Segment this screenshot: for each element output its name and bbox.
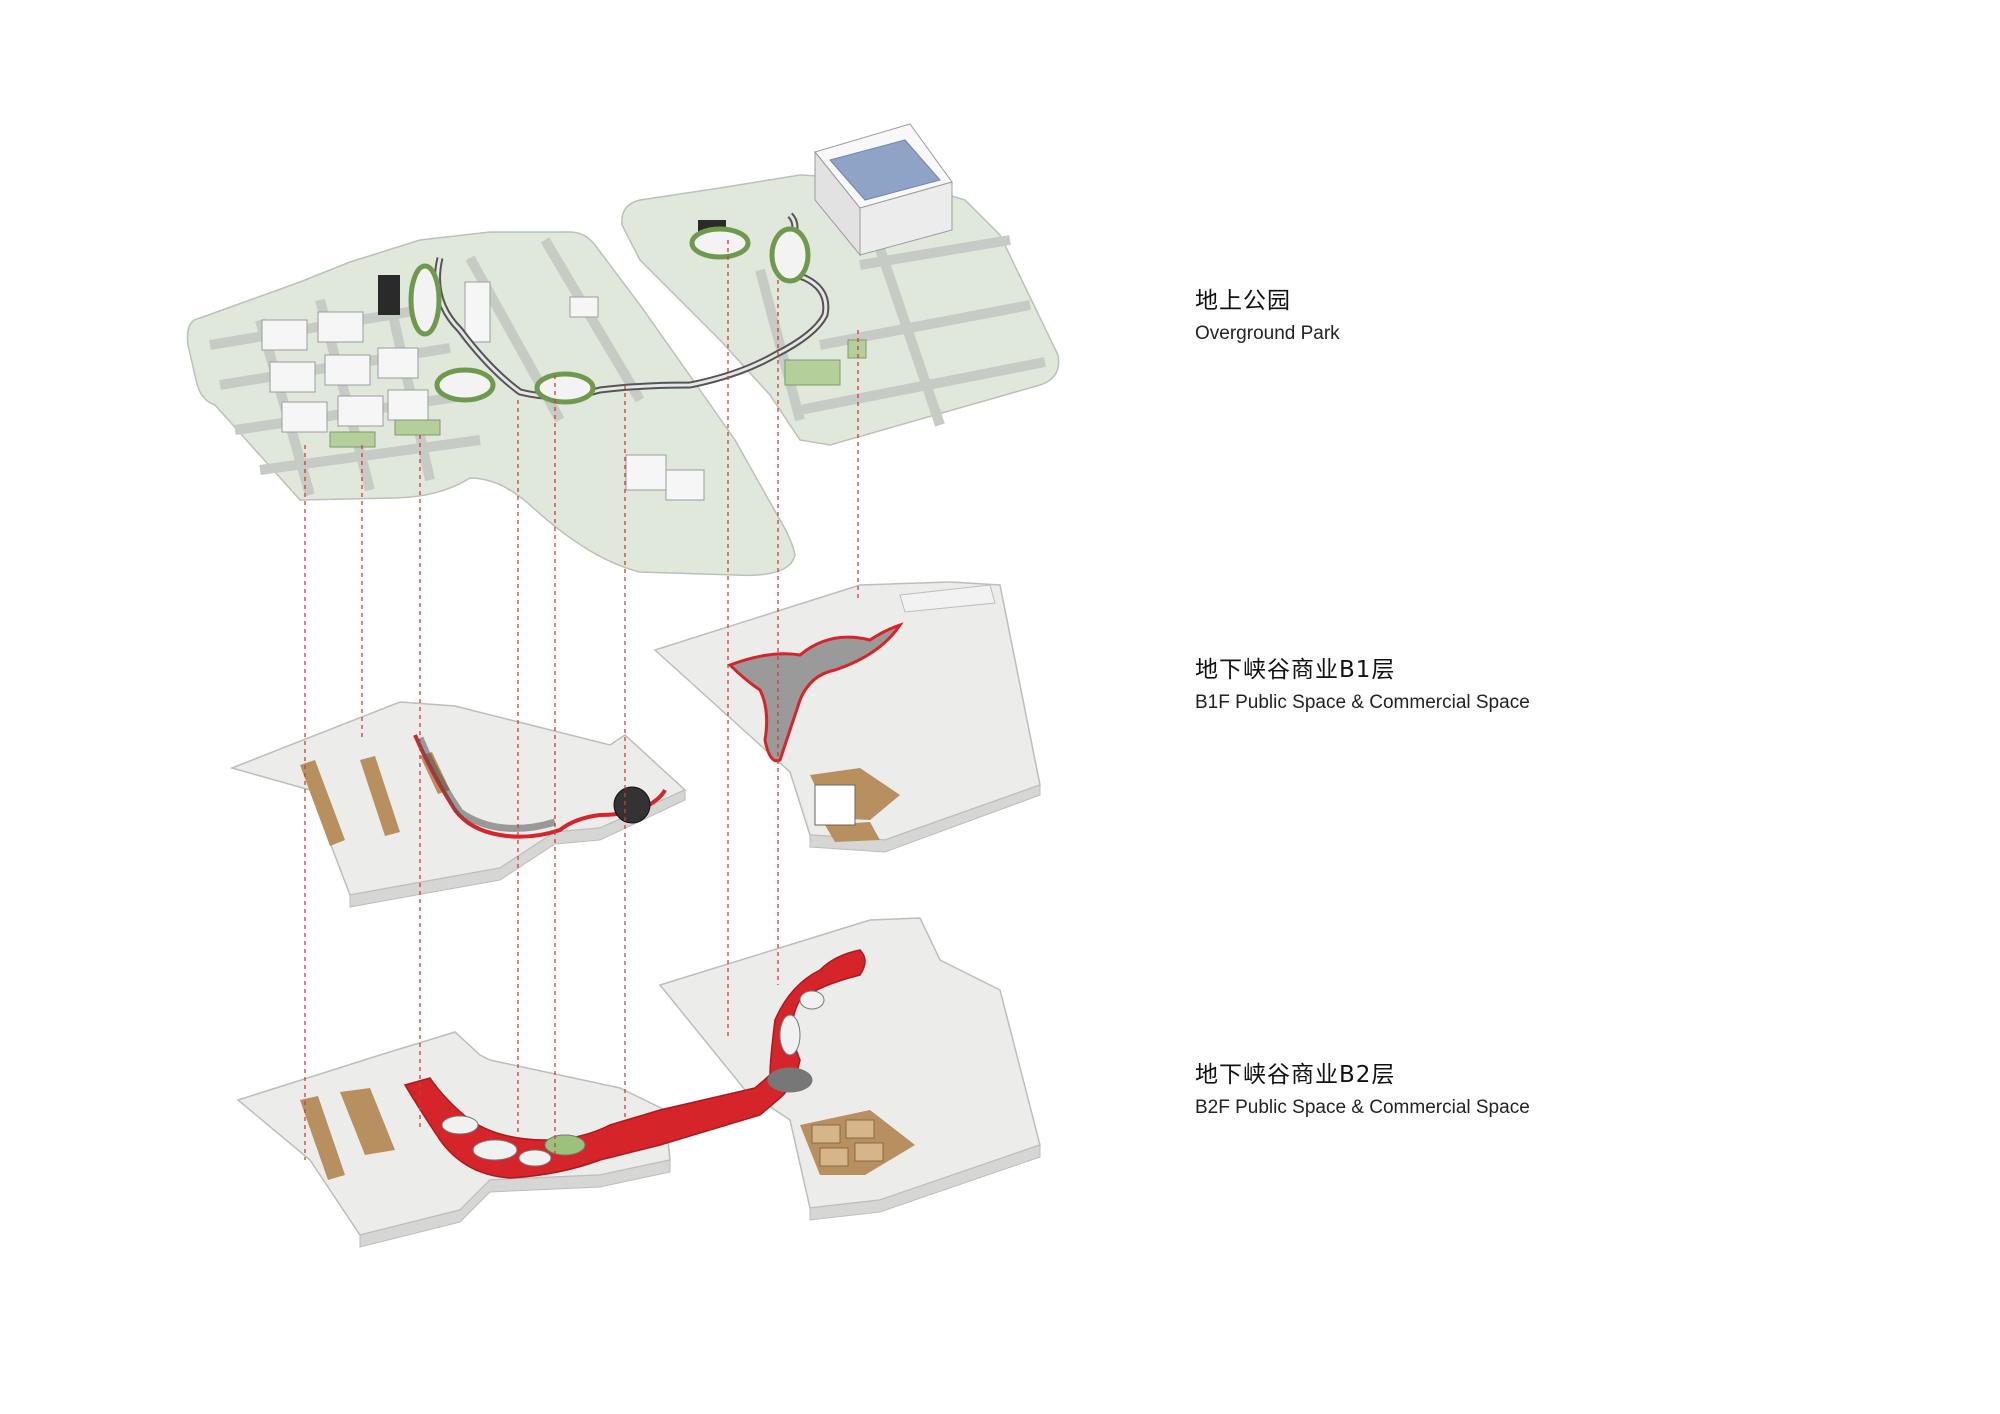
park-paths-east — [755, 188, 1046, 427]
b1-round-hall — [613, 786, 651, 824]
layer-title-en: B1F Public Space & Commercial Space — [1195, 692, 1530, 713]
layer-title-en: B2F Public Space & Commercial Space — [1195, 1097, 1530, 1118]
layer-title-zh: 地下峡谷商业B2层 — [1195, 1062, 1396, 1088]
b2-slab-west-front — [359, 1159, 671, 1248]
lawn-east — [784, 359, 841, 386]
b1-court-box — [814, 784, 856, 826]
b2-wood-east — [800, 1110, 915, 1175]
alignment-guides — [304, 240, 859, 1160]
green-mounds — [408, 226, 811, 405]
lawn-west-1 — [329, 431, 376, 448]
overground-park-layer — [186, 123, 1060, 577]
west-building-blocks — [261, 281, 705, 501]
layer-title-zh: 地下峡谷商业B1层 — [1195, 657, 1396, 683]
b1-slab-west-front — [349, 789, 686, 908]
b1-bridge-north — [899, 584, 996, 613]
b1-slab-east-front — [809, 784, 1041, 853]
layer-label-b1: 地下峡谷商业B1层 B1F Public Space & Commercial … — [1195, 655, 1530, 717]
tower-west — [378, 275, 400, 315]
layer-label-overground: 地上公园 Overground Park — [1195, 286, 1340, 348]
lawn-west-2 — [394, 419, 441, 436]
layer-title-zh: 地上公园 — [1195, 288, 1291, 314]
east-building — [814, 123, 953, 257]
lawn-east-2 — [847, 339, 867, 359]
layer-label-b2: 地下峡谷商业B2层 B2F Public Space & Commercial … — [1195, 1060, 1530, 1122]
b2-wood-west — [300, 1088, 395, 1180]
b1-layer — [229, 581, 1041, 908]
b1-canyon-east — [727, 622, 904, 763]
layer-title-en: Overground Park — [1195, 323, 1340, 344]
b2-layer — [236, 917, 1041, 1248]
b2-slab-east-front — [809, 1144, 1041, 1221]
b2-canyon-islands — [441, 990, 825, 1167]
